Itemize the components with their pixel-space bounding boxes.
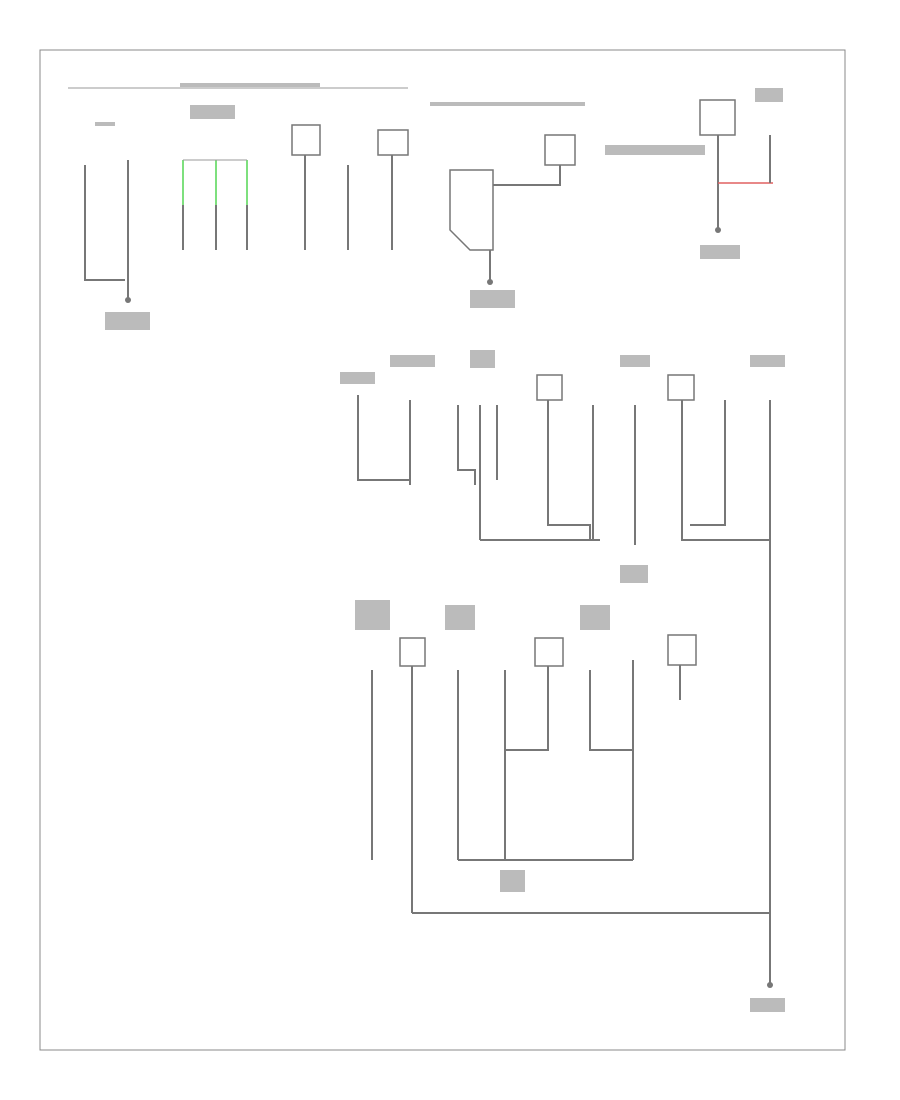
middle-section <box>340 350 785 583</box>
top-right-section <box>605 88 783 259</box>
top-left-section <box>68 83 409 330</box>
top-middle-section <box>430 102 585 308</box>
ground-symbol <box>125 297 131 303</box>
component-box <box>291 124 321 156</box>
ground-symbol <box>767 982 773 988</box>
diagram-border <box>39 49 846 1051</box>
component-box <box>377 129 409 156</box>
bottom-section <box>355 560 785 1012</box>
